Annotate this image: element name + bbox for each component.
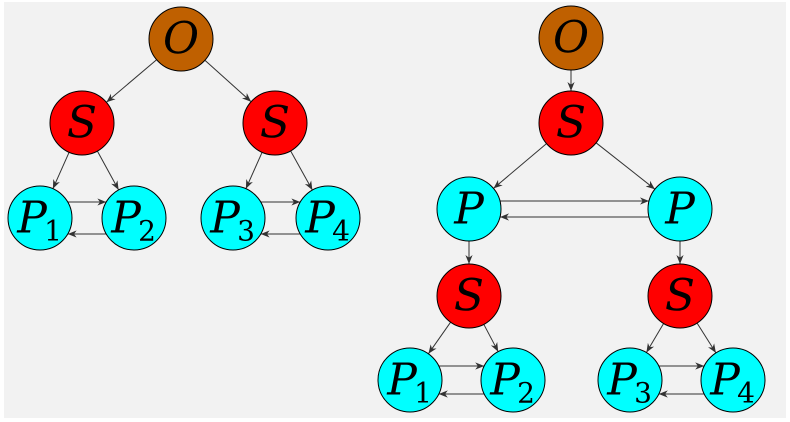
- left-processor-sub-1: 1: [44, 215, 62, 248]
- edge-left-switch-2-to-p3: [245, 152, 263, 189]
- right-root-switch-label: S: [556, 98, 586, 149]
- edge-right-switch-2-to-p4: [696, 322, 717, 354]
- left-processor-node-2: P 2: [101, 185, 167, 251]
- right-root-switch-node: S: [538, 90, 604, 156]
- right-processor-label-1: P: [386, 355, 418, 406]
- right-tree: O S P P S S P 1 P 2: [377, 5, 766, 413]
- left-origin-node: O: [148, 6, 214, 72]
- right-processor-label-2: P: [489, 355, 521, 406]
- right-mid-processor-label-1: P: [453, 184, 485, 235]
- right-processor-sub-1: 1: [414, 377, 432, 410]
- edge-layer: [52, 59, 717, 398]
- edge-left-switch-1-to-p2: [96, 150, 120, 191]
- left-processor-label-4: P: [304, 193, 336, 244]
- right-mid-processor-node-1: P: [436, 176, 502, 242]
- edge-right-switch-1-to-p1: [427, 321, 452, 355]
- left-switch-label-1: S: [67, 98, 97, 149]
- left-switch-node-1: S: [49, 90, 115, 156]
- edge-left-origin-to-switch-2: [204, 59, 252, 103]
- edge-left-switch-2-to-p4: [290, 150, 313, 191]
- right-mid-processor-label-2: P: [664, 184, 696, 235]
- right-processor-label-3: P: [606, 355, 638, 406]
- edge-right-root-switch-to-mid-p1: [493, 143, 547, 189]
- right-switch-label-2: S: [665, 271, 695, 322]
- right-switch-label-1: S: [454, 271, 484, 322]
- right-processor-sub-4: 4: [737, 377, 755, 410]
- edge-right-switch-1-to-p2: [483, 324, 499, 352]
- left-processor-sub-4: 4: [332, 215, 350, 248]
- left-processor-label-3: P: [209, 193, 241, 244]
- left-processor-node-1: P 1: [7, 185, 73, 251]
- edge-right-switch-2-to-p3: [645, 323, 665, 353]
- right-origin-label: O: [553, 13, 589, 64]
- left-processor-sub-3: 3: [237, 215, 255, 248]
- left-switch-label-2: S: [260, 98, 290, 149]
- right-processor-sub-3: 3: [634, 377, 652, 410]
- edge-left-switch-1-to-p1: [52, 152, 70, 189]
- left-processor-label-1: P: [16, 193, 48, 244]
- left-processor-label-2: P: [110, 193, 142, 244]
- right-origin-node: O: [538, 5, 604, 71]
- right-switch-node-2: S: [647, 263, 713, 329]
- edge-right-root-switch-to-mid-p2: [595, 142, 656, 190]
- right-processor-node-3: P 3: [597, 347, 663, 413]
- left-origin-label: O: [163, 14, 199, 65]
- left-processor-node-3: P 3: [200, 185, 266, 251]
- right-processor-node-2: P 2: [480, 347, 546, 413]
- right-processor-node-1: P 1: [377, 347, 443, 413]
- right-processor-label-4: P: [709, 355, 741, 406]
- right-switch-node-1: S: [436, 263, 502, 329]
- left-switch-node-2: S: [242, 90, 308, 156]
- right-processor-sub-2: 2: [517, 377, 535, 410]
- left-processor-node-4: P 4: [295, 185, 361, 251]
- right-processor-node-4: P 4: [700, 347, 766, 413]
- edge-left-origin-to-switch-1: [106, 59, 157, 103]
- left-tree: O S S P 1 P 2 P 3 P 4: [7, 6, 361, 251]
- right-mid-processor-node-2: P: [647, 176, 713, 242]
- left-processor-sub-2: 2: [138, 215, 156, 248]
